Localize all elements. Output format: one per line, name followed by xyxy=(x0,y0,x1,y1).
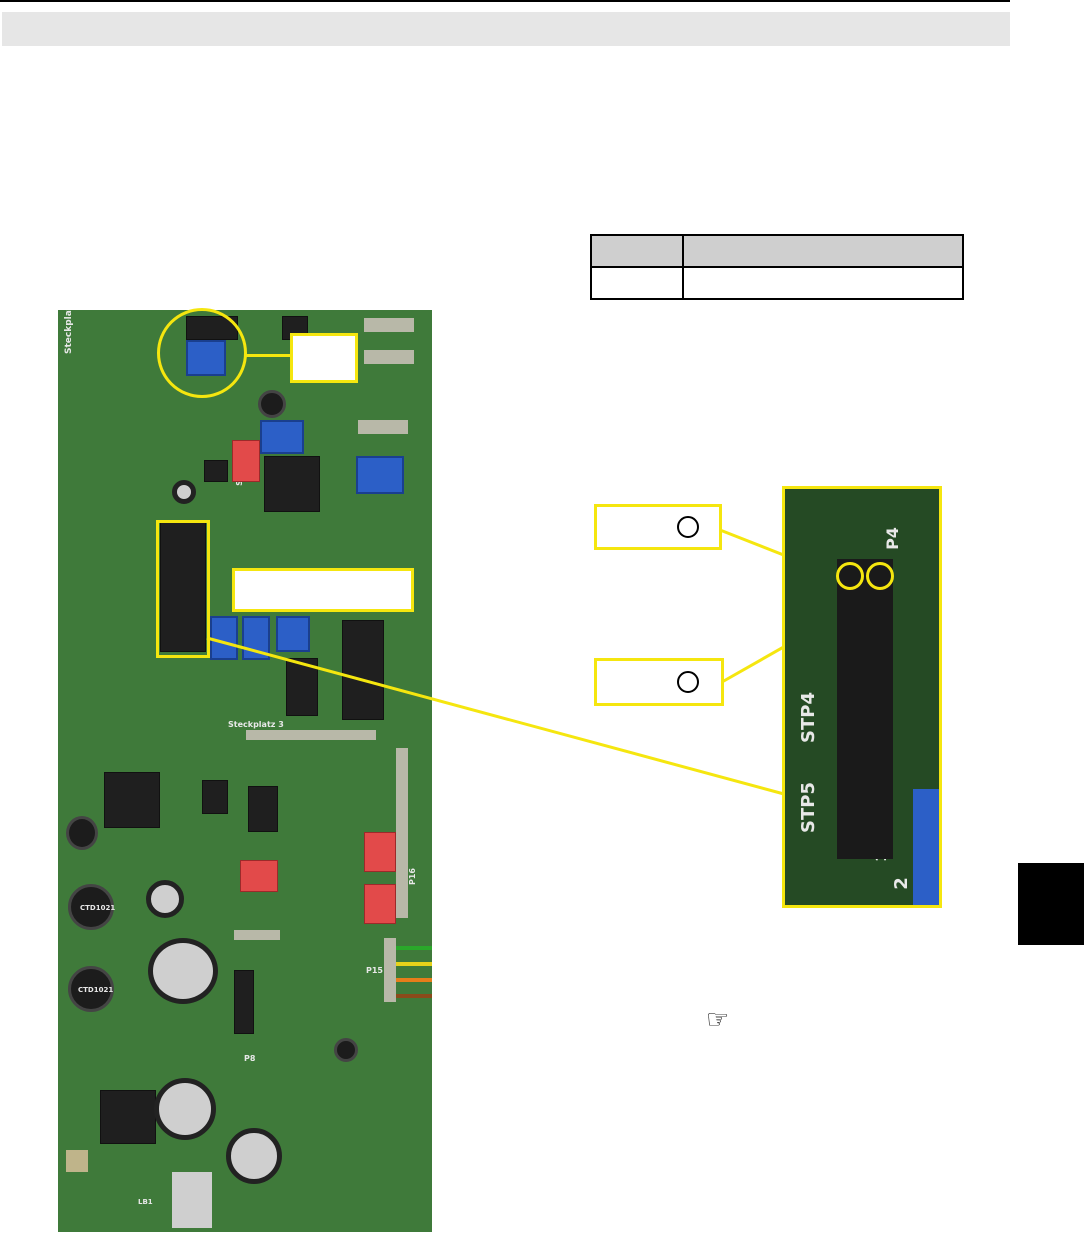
capacitor xyxy=(148,938,218,1004)
relay-component xyxy=(364,832,396,872)
potentiometer xyxy=(276,616,310,652)
callout-label-box xyxy=(232,568,414,612)
capacitor xyxy=(172,480,196,504)
table-row xyxy=(590,266,964,300)
ic-chip xyxy=(202,780,228,814)
inductor xyxy=(68,966,114,1012)
spec-table xyxy=(590,234,964,300)
relay-component xyxy=(364,884,396,924)
potentiometer xyxy=(260,420,304,454)
pin-header-block xyxy=(837,559,893,859)
callout-label-box xyxy=(594,504,722,550)
leader-line xyxy=(206,636,785,796)
callout-line xyxy=(245,354,293,357)
table-header-cell xyxy=(682,234,964,268)
silk-label: Steckplatz 3 xyxy=(228,720,284,729)
capacitor xyxy=(154,1078,216,1140)
zoomed-header-photo: P4 STP4 STP5 1 2 xyxy=(782,486,942,908)
pin-header xyxy=(396,748,408,918)
silk-label: P15 xyxy=(366,966,383,975)
hand-pointing-right-icon: ☞ xyxy=(706,1004,730,1034)
table-cell xyxy=(590,266,684,300)
silk-label: P8 xyxy=(244,1054,256,1063)
pin-header xyxy=(364,350,414,364)
pin-highlight-circle xyxy=(866,562,894,590)
highlight-rect xyxy=(156,520,210,658)
wire xyxy=(396,978,432,982)
wire xyxy=(396,962,432,966)
section-header-band xyxy=(2,12,1010,46)
crystal xyxy=(66,1150,88,1172)
top-rule xyxy=(0,0,1010,2)
silk-label: LB1 xyxy=(138,1198,153,1206)
wire xyxy=(396,994,432,998)
silk-label: CTD1021 xyxy=(78,986,114,994)
ic-chip xyxy=(342,620,384,720)
circuit-board-photo: Steckplatz 1 STP3 Steckplatz 3 P16 CTD10… xyxy=(58,310,432,1232)
heat-sink xyxy=(172,1172,212,1228)
pin-header-stp xyxy=(160,522,206,652)
capacitor xyxy=(66,816,98,850)
connector-p15 xyxy=(384,938,396,1002)
pin-header xyxy=(364,318,414,332)
potentiometer xyxy=(356,456,404,494)
silk-label: 2 xyxy=(890,877,912,890)
inductor xyxy=(68,884,114,930)
chapter-side-tab xyxy=(1018,863,1084,945)
pin-header xyxy=(234,970,254,1034)
capacitor xyxy=(146,880,184,918)
ic-chip xyxy=(104,772,160,828)
test-point xyxy=(334,1038,358,1062)
pin-highlight-circle xyxy=(836,562,864,590)
silk-label: STP5 xyxy=(797,782,819,833)
capacitor xyxy=(258,390,286,418)
ic-chip xyxy=(248,786,278,832)
silk-label: CTD1021 xyxy=(80,904,116,912)
silk-label: STP4 xyxy=(797,692,819,743)
number-circle xyxy=(677,671,699,693)
capacitor xyxy=(226,1128,282,1184)
table-cell xyxy=(682,266,964,300)
highlight-circle xyxy=(157,308,247,398)
table-header-cell xyxy=(590,234,684,268)
number-circle xyxy=(677,516,699,538)
pin-header xyxy=(234,930,280,940)
wire xyxy=(396,946,432,950)
callout-label-box xyxy=(290,333,358,383)
callout-label-box xyxy=(594,658,724,706)
ic-chip xyxy=(204,460,228,482)
ic-chip xyxy=(264,456,320,512)
table-header-row xyxy=(590,234,964,268)
relay-component xyxy=(232,440,260,482)
relay-component xyxy=(240,860,278,892)
pin-header xyxy=(358,420,408,434)
silk-label: P4 xyxy=(882,527,902,550)
potentiometer xyxy=(913,789,939,905)
pin-header xyxy=(246,730,376,740)
